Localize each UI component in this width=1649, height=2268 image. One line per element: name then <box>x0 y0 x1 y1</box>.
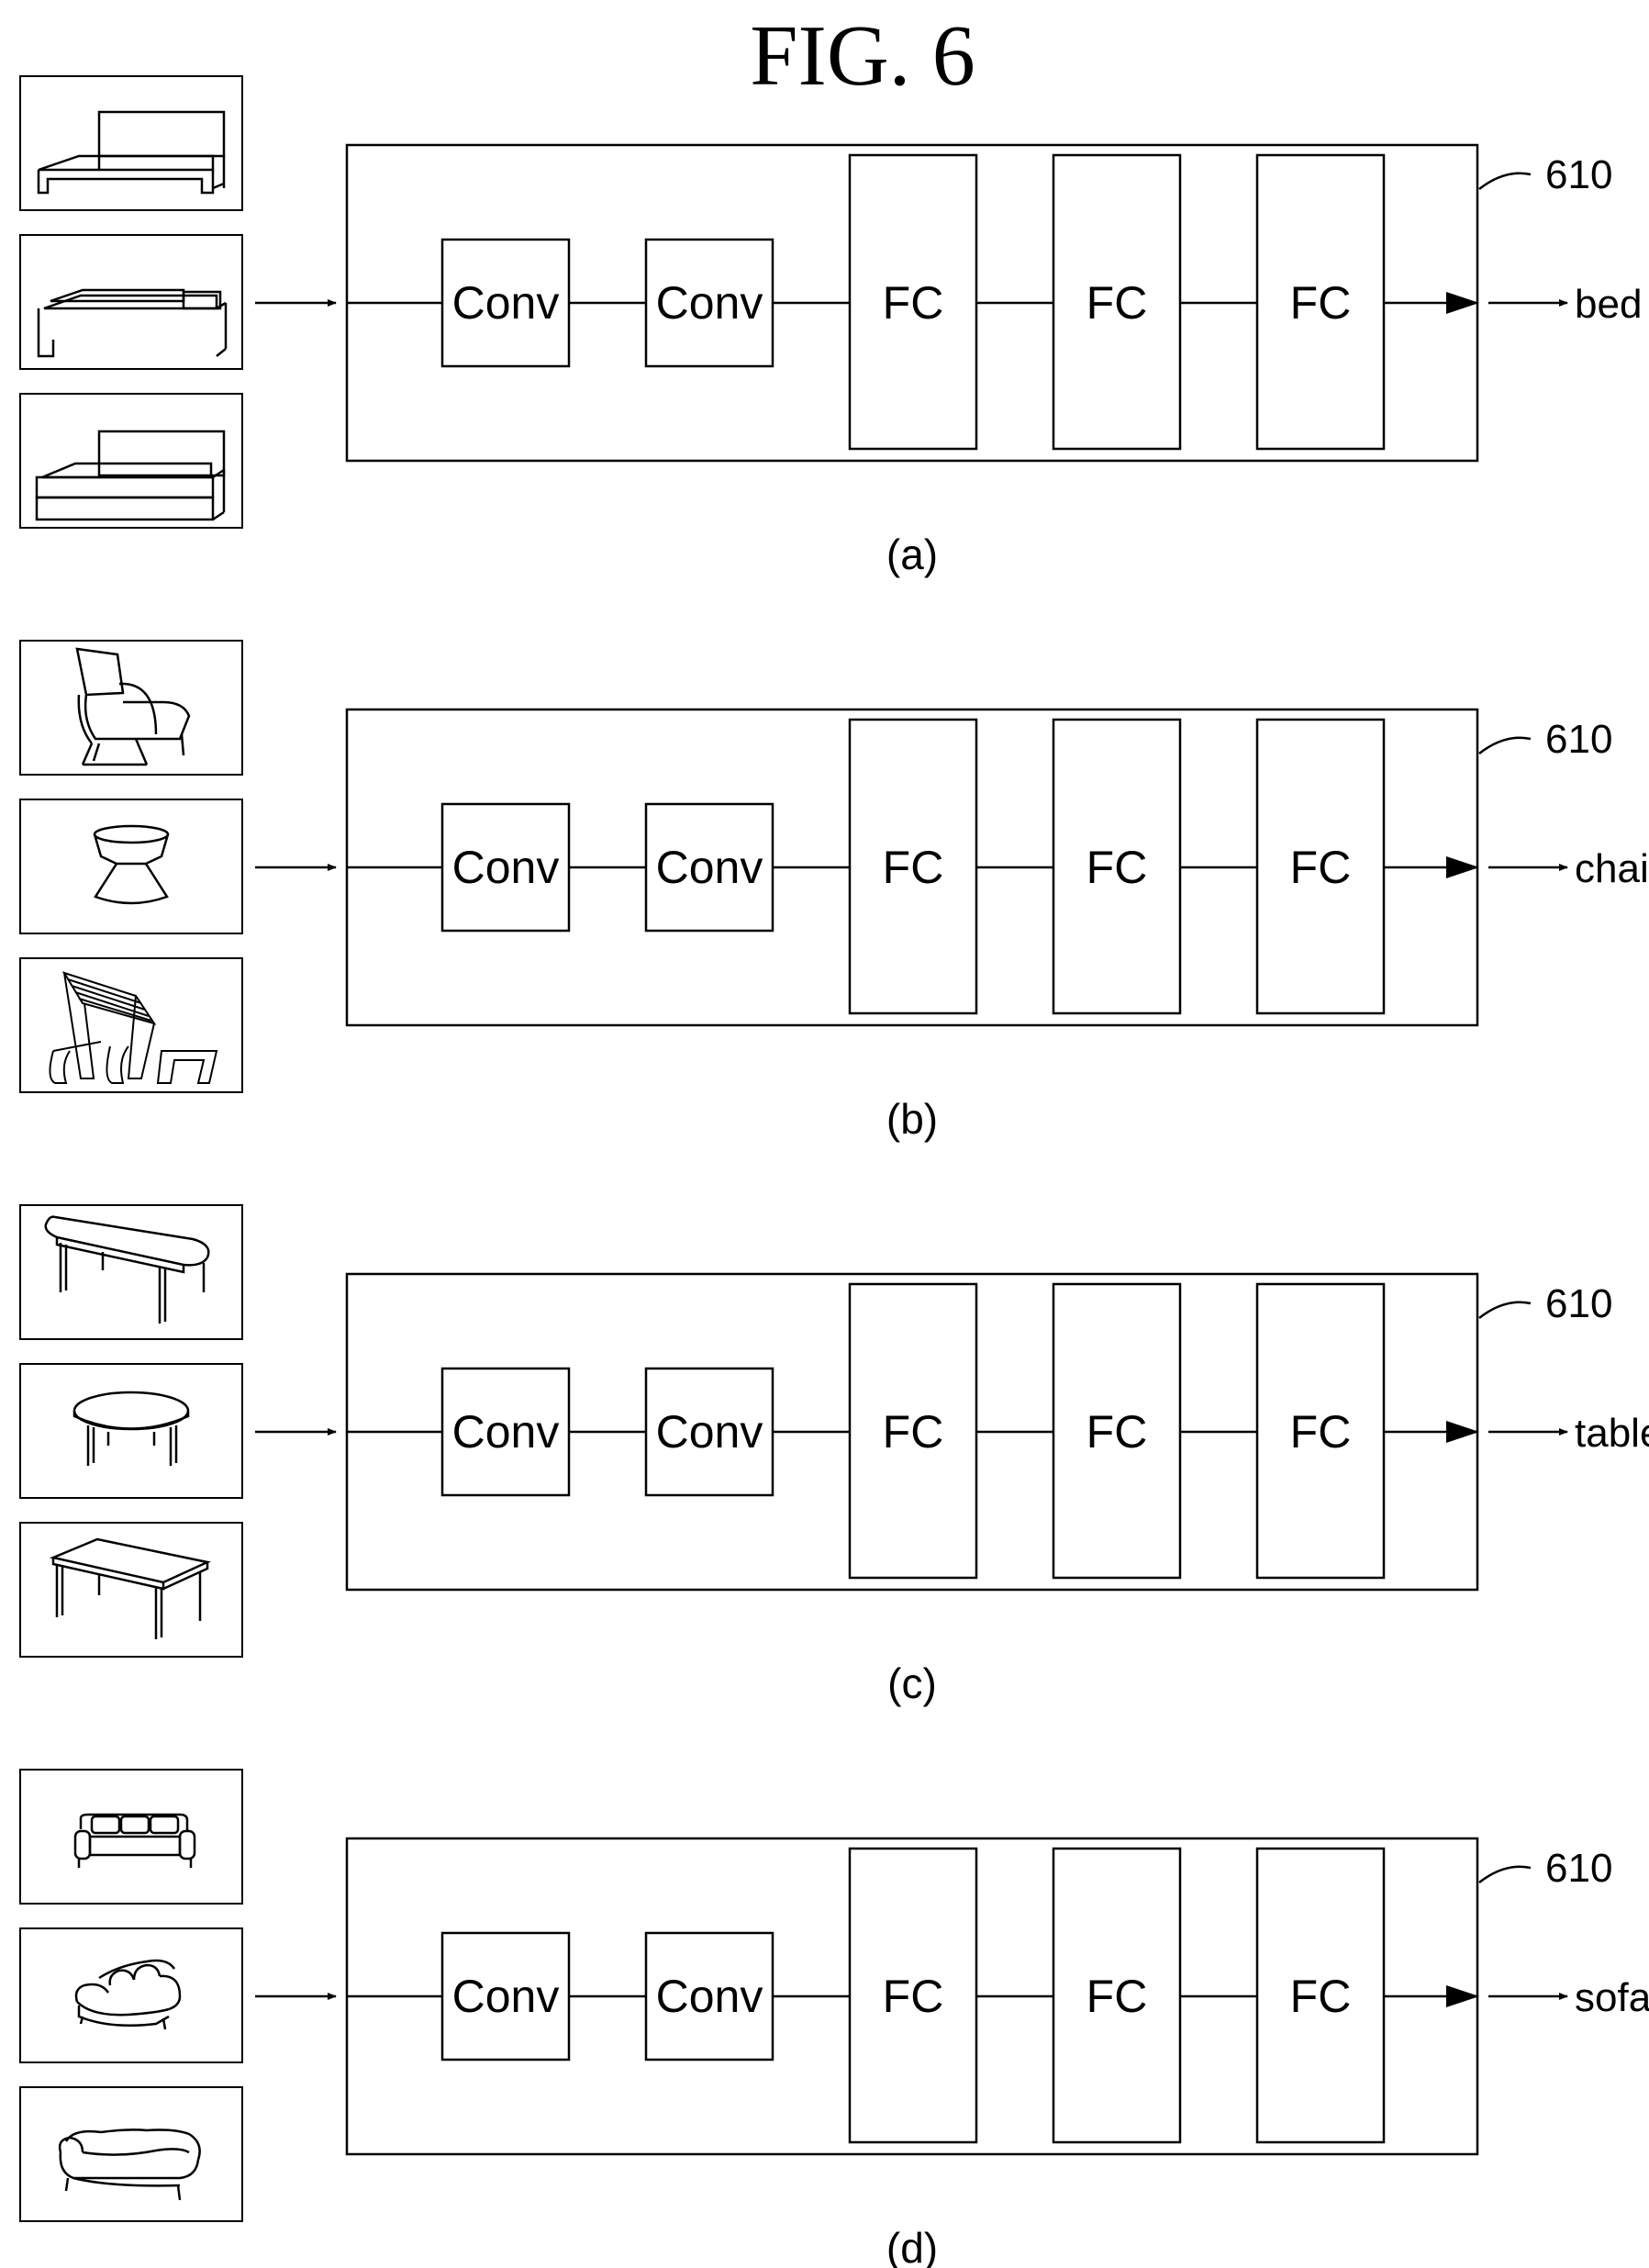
input-thumbnail-3 <box>20 958 242 1092</box>
panel-c: Conv Conv FC FC FC table 610 (c) <box>20 1205 1649 1707</box>
fc-block-2-label: FC <box>1086 1971 1148 2022</box>
conv-block-2-label: Conv <box>656 1406 763 1458</box>
input-thumbnail-3 <box>20 394 242 528</box>
output-label: chair <box>1575 846 1649 891</box>
fc-block-2-label: FC <box>1086 277 1148 329</box>
input-thumbnail-1 <box>20 1770 242 1904</box>
conv-block-1-label: Conv <box>452 1971 560 2022</box>
fc-block-3-label: FC <box>1290 1406 1352 1458</box>
fc-block-2-label: FC <box>1086 1406 1148 1458</box>
input-thumbnail-1 <box>20 1205 242 1339</box>
input-thumbnail-3 <box>20 1523 242 1657</box>
fc-block-3-label: FC <box>1290 1971 1352 2022</box>
output-label: sofa <box>1575 1975 1649 2020</box>
fc-block-3-label: FC <box>1290 277 1352 329</box>
conv-block-1-label: Conv <box>452 1406 560 1458</box>
panel-caption: (b) <box>886 1095 938 1143</box>
panel-d: Conv Conv FC FC FC sofa 610 (d) <box>20 1770 1649 2268</box>
fc-block-1-label: FC <box>883 277 944 329</box>
output-label: table <box>1575 1411 1649 1456</box>
fc-block-2-label: FC <box>1086 842 1148 893</box>
input-thumbnail-1 <box>20 641 242 775</box>
reference-numeral: 610 <box>1545 717 1612 762</box>
panel-a: Conv Conv FC FC FC bed 610 (a) <box>20 76 1642 578</box>
panel-caption: (d) <box>886 2224 938 2268</box>
figure-title: FIG. 6 <box>750 8 975 104</box>
input-thumbnail-2 <box>20 799 242 933</box>
reference-numeral: 610 <box>1545 1281 1612 1326</box>
panel-b: Conv Conv FC FC FC chair 610 (b) <box>20 641 1649 1143</box>
conv-block-2-label: Conv <box>656 1971 763 2022</box>
fc-block-1-label: FC <box>883 842 944 893</box>
input-thumbnail-3 <box>20 2087 242 2221</box>
input-thumbnail-2 <box>20 1364 242 1498</box>
conv-block-2-label: Conv <box>656 842 763 893</box>
conv-block-1-label: Conv <box>452 842 560 893</box>
reference-numeral: 610 <box>1545 1846 1612 1891</box>
output-label: bed <box>1575 282 1642 327</box>
fc-block-1-label: FC <box>883 1406 944 1458</box>
conv-block-2-label: Conv <box>656 277 763 329</box>
fc-block-3-label: FC <box>1290 842 1352 893</box>
reference-numeral: 610 <box>1545 152 1612 197</box>
panel-caption: (c) <box>887 1659 937 1707</box>
input-thumbnail-2 <box>20 235 242 369</box>
panel-caption: (a) <box>886 531 938 578</box>
conv-block-1-label: Conv <box>452 277 560 329</box>
input-thumbnail-1 <box>20 76 242 210</box>
fc-block-1-label: FC <box>883 1971 944 2022</box>
input-thumbnail-2 <box>20 1928 242 2062</box>
